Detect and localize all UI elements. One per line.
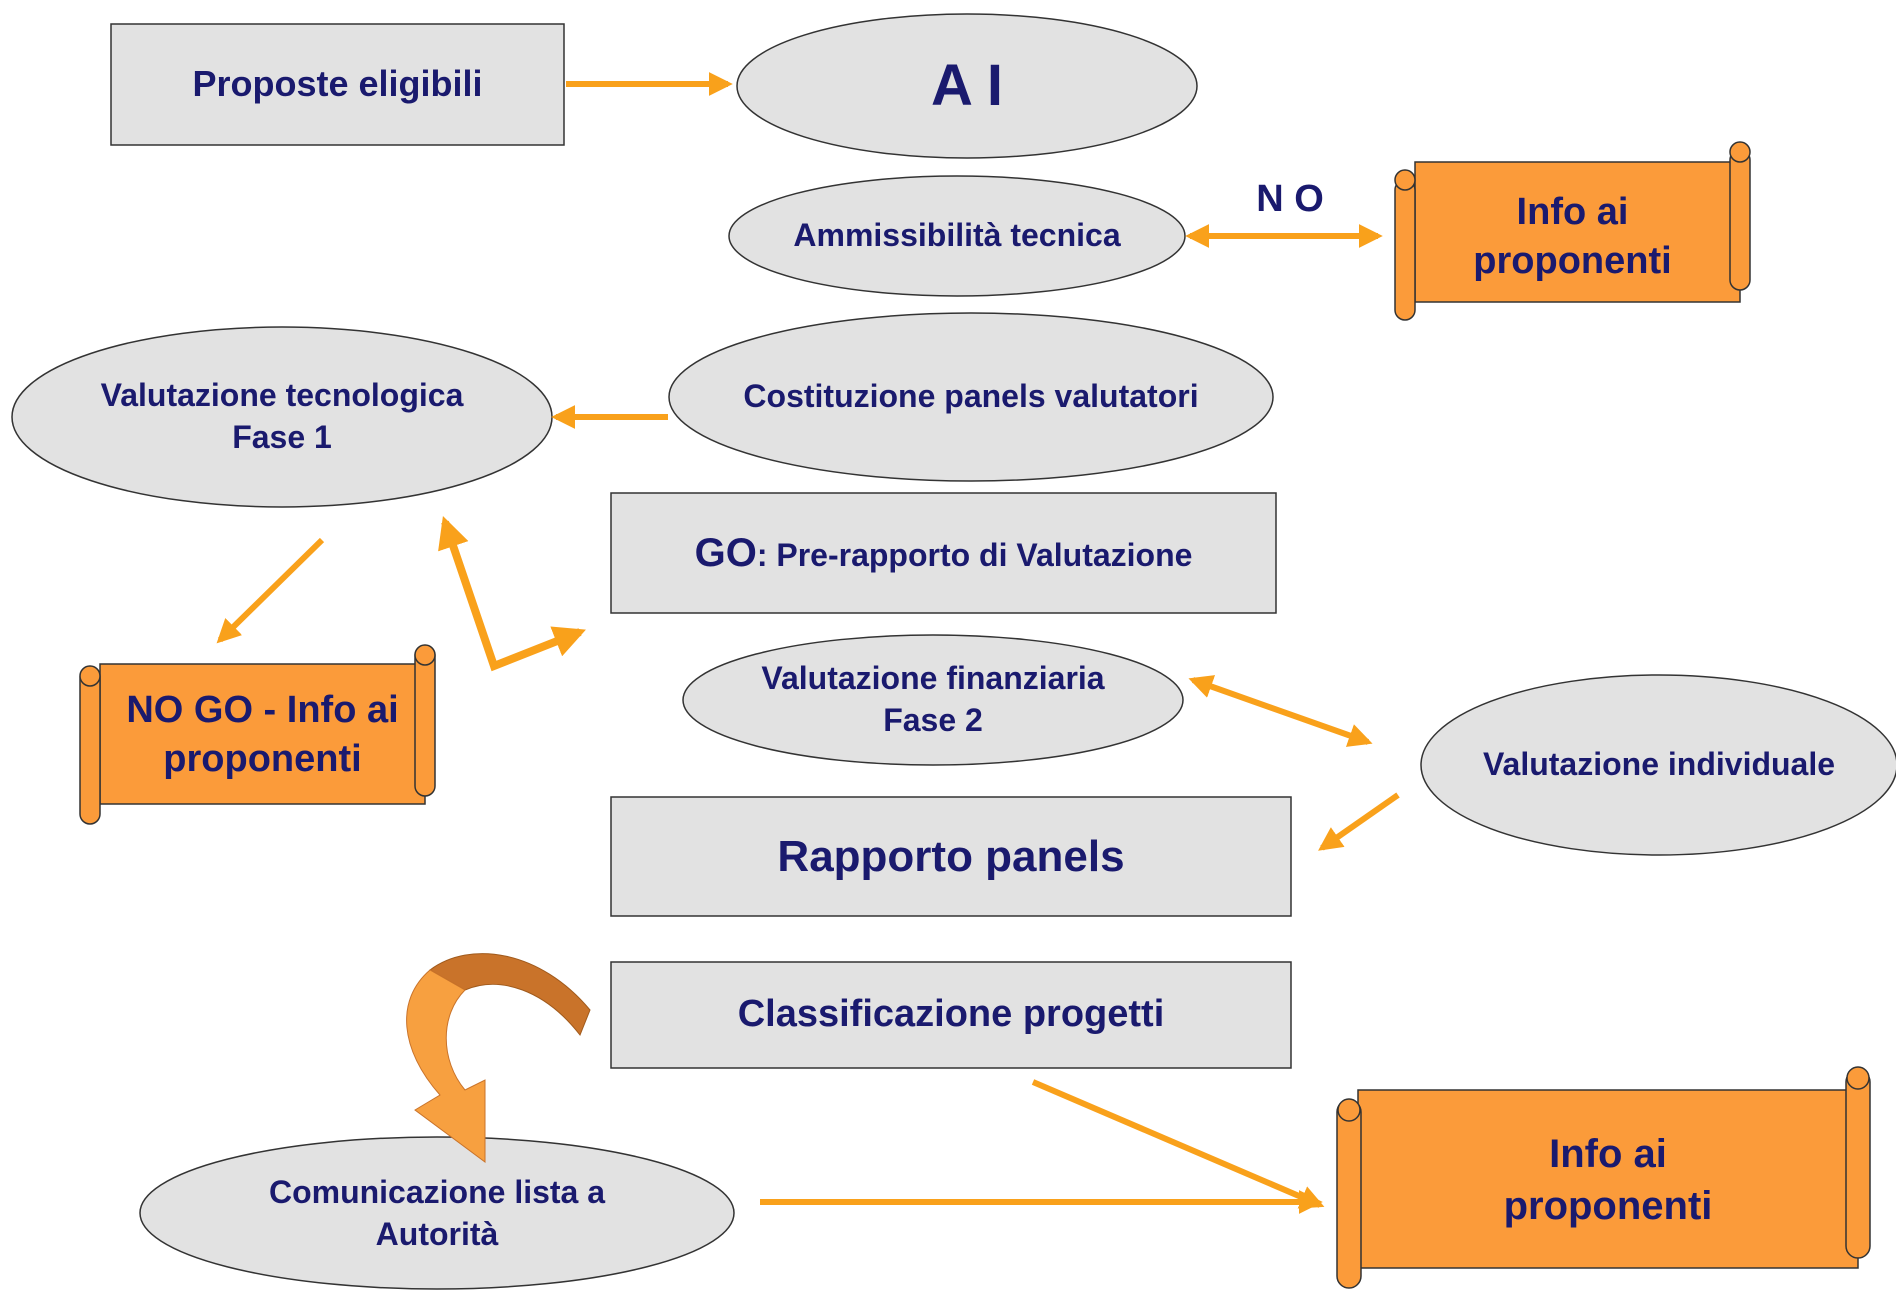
costituzione-text: Costituzione panels valutatori [743,378,1199,415]
go-rest: : Pre-rapporto di Valutazione [756,537,1193,573]
info-top-label: Info ai proponenti [1415,172,1730,302]
curved-arrow [406,953,591,1163]
comunicazione-label: Comunicazione lista a Autorità [140,1166,734,1262]
arrow-valtec-go [438,515,586,672]
go-label: GO: Pre-rapporto di Valutazione [611,493,1276,613]
info-bottom-label: Info ai proponenti [1358,1100,1858,1260]
ammissibilita-text: Ammissibilità tecnica [793,217,1121,254]
no-label: N O [1230,170,1350,230]
rapporto-text: Rapporto panels [777,831,1125,881]
arrow-valtec-nogo [216,537,325,644]
nogo-line1: NO GO - Info ai [126,688,399,731]
ai-label: A I [737,20,1197,152]
comunicazione-line2: Autorità [375,1216,499,1252]
comunicazione-line1: Comunicazione lista a [268,1174,606,1211]
info-bottom-line2: proponenti [1503,1184,1713,1228]
arrow-class-infobottom [1031,1079,1325,1209]
comunicazione-ellipse [139,1136,735,1290]
nogo-line2: proponenti [163,738,362,780]
arrow-valind-rapporto [1318,792,1400,851]
info-top-line2: proponenti [1473,240,1672,282]
ammissibilita-label: Ammissibilità tecnica [729,176,1185,296]
classificazione-text: Classificazione progetti [737,993,1165,1036]
no-text: N O [1256,178,1324,221]
val-ind-ellipse [1420,674,1896,856]
val-tec-line2: Fase 1 [232,419,332,455]
proposte-label: Proposte eligibili [111,24,564,145]
val-fin-line2: Fase 2 [883,702,983,738]
rapporto-label: Rapporto panels [611,797,1291,916]
info-bottom-line1: Info ai [1549,1132,1667,1176]
nogo-label: NO GO - Info ai proponenti [100,670,425,800]
info-top-scroll [1394,141,1751,321]
info-top-line1: Info ai [1516,190,1629,233]
classificazione-label: Classificazione progetti [611,962,1291,1068]
arrow-valfin-valind [1188,675,1373,747]
go-bold: GO [694,531,757,575]
nogo-scroll [79,644,436,825]
val-fin-ellipse [682,634,1184,766]
val-tec-label: Valutazione tecnologica Fase 1 [12,370,552,464]
info-bottom-scroll [1336,1066,1871,1289]
val-fin-label: Valutazione finanziaria Fase 2 [683,652,1183,748]
val-tec-line1: Valutazione tecnologica [100,377,464,414]
val-ind-text: Valutazione individuale [1482,746,1836,783]
ai-text: A I [931,53,1003,119]
proposte-text: Proposte eligibili [192,63,483,105]
ai-ellipse [736,13,1198,159]
costituzione-label: Costituzione panels valutatori [669,356,1273,438]
val-ind-label: Valutazione individuale [1421,735,1896,795]
val-fin-line1: Valutazione finanziaria [761,660,1105,697]
go-box [610,492,1277,614]
proposte-box [110,23,565,146]
classificazione-box [610,961,1292,1069]
costituzione-ellipse [668,312,1274,482]
rapporto-box [610,796,1292,917]
ammissibilita-ellipse [728,175,1186,297]
